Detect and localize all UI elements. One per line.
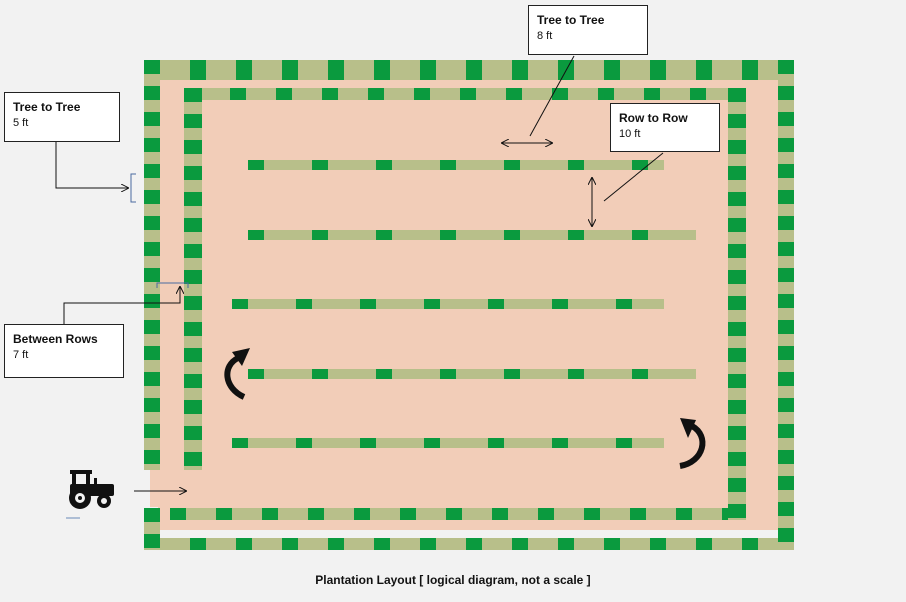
tree-row — [248, 160, 664, 170]
u-turn-arrow-icon — [224, 348, 250, 400]
tree-row — [144, 538, 794, 550]
tree-row — [778, 60, 794, 550]
tree-spacing-leader — [529, 55, 575, 137]
tree-row — [184, 88, 746, 100]
tractor-icon — [69, 470, 114, 509]
label-value: 10 ft — [619, 128, 641, 140]
between-bracket — [156, 282, 189, 288]
label-title: Tree to Tree — [13, 100, 81, 114]
tree-row — [144, 508, 160, 550]
tree-row — [232, 299, 664, 309]
label-tree-to-tree-top: Tree to Tree 8 ft — [528, 5, 648, 55]
label-title: Row to Row — [619, 111, 688, 125]
label-title: Tree to Tree — [537, 13, 605, 27]
tree-row — [248, 369, 696, 379]
field-entrance — [150, 469, 170, 507]
between-leader — [63, 287, 180, 324]
label-tree-to-tree-left: Tree to Tree 5 ft — [4, 92, 120, 142]
diagram-caption: Plantation Layout [ logical diagram, not… — [315, 573, 591, 587]
tree-row — [144, 60, 160, 470]
tree-row — [248, 230, 696, 240]
label-row-to-row: Row to Row 10 ft — [610, 103, 720, 152]
tree-row — [184, 88, 202, 470]
tree-row — [232, 438, 664, 448]
label-title: Between Rows — [13, 332, 98, 346]
label-value: 5 ft — [13, 117, 29, 129]
u-turn-arrow-icon — [679, 418, 706, 469]
left-leader — [55, 142, 128, 188]
left-bracket — [130, 173, 136, 203]
row-spacing-leader — [603, 152, 664, 202]
tree-row — [144, 60, 794, 80]
tree-row — [170, 508, 746, 520]
label-between-rows: Between Rows 7 ft — [4, 324, 124, 378]
label-value: 7 ft — [13, 349, 29, 361]
tree-row — [728, 88, 746, 520]
label-value: 8 ft — [537, 30, 553, 42]
